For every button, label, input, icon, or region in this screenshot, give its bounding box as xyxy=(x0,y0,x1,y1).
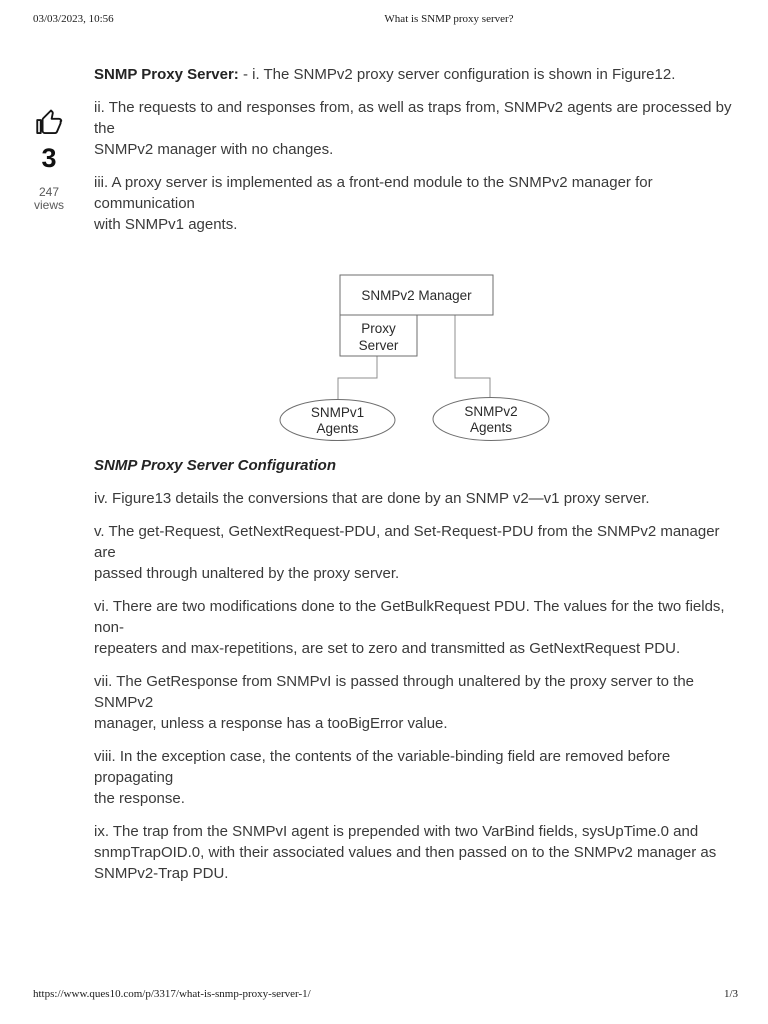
paragraph-iv: iv. Figure13 details the conversions tha… xyxy=(94,490,650,507)
print-header-title: What is SNMP proxy server? xyxy=(384,13,514,25)
paragraph-vi: vi. There are two modifications done to … xyxy=(94,598,725,657)
thumbs-up-icon xyxy=(34,108,64,138)
footer-page-indicator: 1/3 xyxy=(723,988,738,1000)
paragraph-iii: iii. A proxy server is implemented as a … xyxy=(94,174,653,233)
wire-proxy-to-v1-agents xyxy=(337,356,378,400)
footer-source-url-link[interactable]: https://www.ques10.com/p/3317/what-is-sn… xyxy=(33,988,311,1000)
paragraph-vii: vii. The GetResponse from SNMPvI is pass… xyxy=(94,673,695,732)
vote-column: 3 247 views xyxy=(27,108,71,212)
paragraph-ix: ix. The trap from the SNMPvI agent is pr… xyxy=(94,823,717,882)
wire-manager-to-v2-agents xyxy=(454,315,491,399)
paragraph-lead: SNMP Proxy Server: - i. The SNMPv2 proxy… xyxy=(94,64,742,85)
proxy-label-line1: Proxy xyxy=(361,321,396,336)
proxy-server-box xyxy=(339,314,418,357)
figure-caption: SNMP Proxy Server Configuration xyxy=(94,457,336,474)
lead-bold-label: SNMP Proxy Server: xyxy=(94,66,239,83)
snmpv2-agents-label-line1: SNMPv2 xyxy=(464,404,517,419)
views-count: 247 views xyxy=(33,185,64,212)
manager-box xyxy=(339,274,494,316)
snmpv1-agents-label-line2: Agents xyxy=(316,421,358,436)
article-body: SNMP Proxy Server: - i. The SNMPv2 proxy… xyxy=(94,64,742,896)
vote-count: 3 xyxy=(41,143,57,173)
paragraph-v: v. The get-Request, GetNextRequest-PDU, … xyxy=(94,523,720,582)
lead-text: - i. The SNMPv2 proxy server configurati… xyxy=(238,66,676,83)
snmp-proxy-configuration-diagram: SNMPv2 Manager Proxy Server SNMPv1 Agent… xyxy=(94,263,742,443)
print-header-datetime: 03/03/2023, 10:56 xyxy=(33,13,114,25)
paragraph-ii: ii. The requests to and responses from, … xyxy=(94,99,732,158)
diagram-figure: SNMPv2 Manager Proxy Server SNMPv1 Agent… xyxy=(279,274,550,441)
snmpv1-agents-ellipse xyxy=(279,399,396,441)
snmpv2-agents-ellipse xyxy=(432,397,550,441)
snmpv1-agents-label-line1: SNMPv1 xyxy=(311,405,364,420)
manager-label: SNMPv2 Manager xyxy=(361,288,472,303)
proxy-label-line2: Server xyxy=(359,338,399,353)
paragraph-viii: viii. In the exception case, the content… xyxy=(94,748,671,807)
snmpv2-agents-label-line2: Agents xyxy=(470,420,512,435)
